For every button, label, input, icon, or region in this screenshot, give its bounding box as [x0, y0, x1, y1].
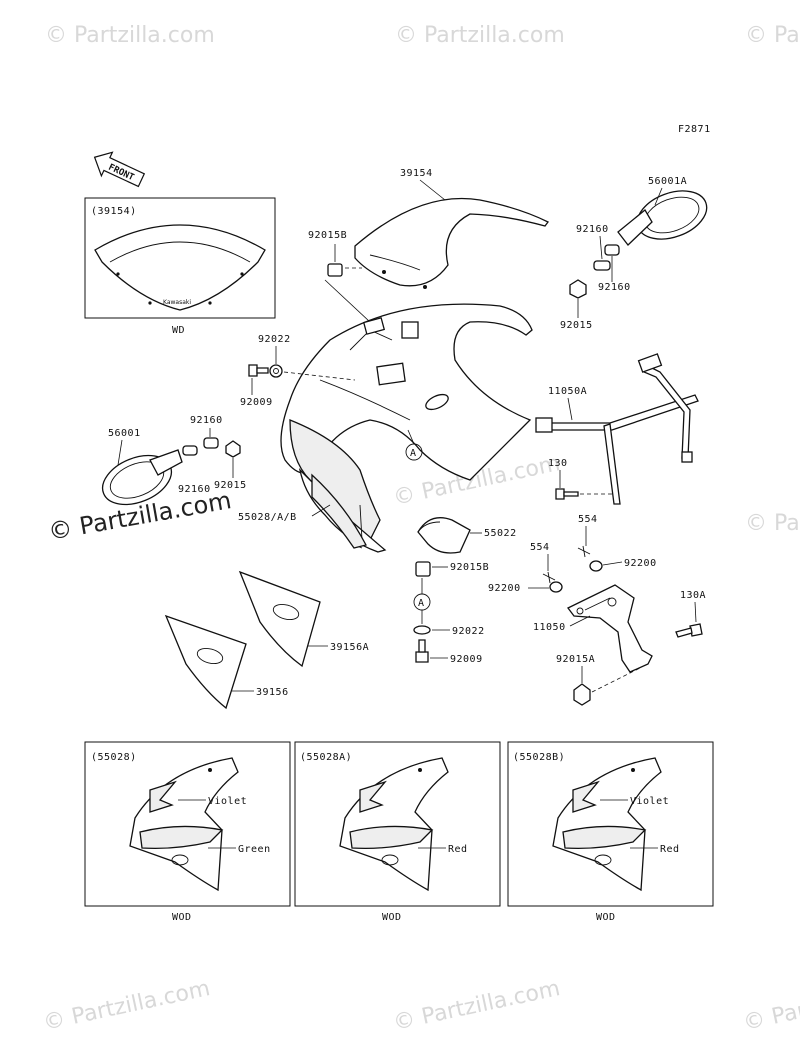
inset-note: WOD — [172, 912, 192, 923]
callout-56001: 56001 — [108, 428, 141, 439]
callout-92160-l2: 92160 — [178, 484, 211, 495]
callout-55022: 55022 — [484, 528, 517, 539]
color-label: Red — [448, 844, 468, 855]
callout-92009-m: 92009 — [450, 654, 483, 665]
color-label: Red — [660, 844, 680, 855]
callout-92160-a: 92160 — [576, 224, 609, 235]
inset-cowl-55028: (55028) Violet Green WOD — [84, 741, 291, 923]
ref-A-top: A — [418, 598, 425, 609]
callout-92015A: 92015A — [556, 654, 595, 665]
mirror-left — [101, 449, 183, 506]
callout-39156: 39156 — [256, 687, 289, 698]
callout-92015B-mid: 92015B — [450, 562, 489, 573]
figure-id: F2871 — [678, 124, 711, 135]
mirror-right — [617, 190, 708, 246]
front-arrow-icon: FRONT — [93, 151, 146, 188]
callout-92160-l: 92160 — [190, 415, 223, 426]
inset-title: (39154) — [91, 206, 137, 217]
callout-56001A: 56001A — [648, 176, 687, 187]
callout-92022-m: 92022 — [452, 626, 485, 637]
inset-note: WOD — [382, 912, 402, 923]
watermark: © Partzilla.com — [391, 976, 562, 1036]
callout-92160-b: 92160 — [598, 282, 631, 293]
inset-windscreen: (39154) Kawasaki WD — [84, 197, 276, 336]
stay-11050 — [567, 584, 653, 673]
callout-92015B-top: 92015B — [308, 230, 347, 241]
color-label: Green — [238, 844, 271, 855]
stay-11050A — [535, 353, 699, 505]
ref-A: A — [410, 448, 417, 459]
callout-39154: 39154 — [400, 168, 433, 179]
inset-note: WOD — [596, 912, 616, 923]
callout-554-b: 554 — [530, 542, 550, 553]
callout-39156A: 39156A — [330, 642, 369, 653]
callout-130A: 130A — [680, 590, 706, 601]
inset-title: (55028) — [91, 752, 137, 763]
inset-title: (55028B) — [513, 752, 565, 763]
watermark: © Partzilla.com — [45, 23, 215, 48]
inner-panel-39156 — [164, 614, 247, 710]
callout-92015-r: 92015 — [560, 320, 593, 331]
color-label: Violet — [208, 796, 247, 807]
callout-92009-l: 92009 — [240, 397, 273, 408]
callout-92022-l: 92022 — [258, 334, 291, 345]
windscreen-part — [354, 197, 549, 289]
brand-logo: Kawasaki — [163, 299, 191, 306]
inset-cowl-55028B: (55028B) Violet Red WOD — [507, 741, 714, 923]
watermark: © Partzilla.com — [745, 23, 800, 48]
inset-cowl-55028A: (55028A) Red WOD — [294, 741, 501, 923]
callout-11050: 11050 — [533, 622, 566, 633]
inset-note: WD — [172, 325, 185, 336]
inner-panel-39156A — [238, 570, 321, 668]
callout-554-a: 554 — [578, 514, 598, 525]
watermark: © Partzilla.com — [745, 511, 800, 536]
callout-55028: 55028/A/B — [238, 512, 297, 523]
callout-92015-l: 92015 — [214, 480, 247, 491]
watermark: © Partzilla.com — [395, 23, 565, 48]
callout-92200-a: 92200 — [624, 558, 657, 569]
inset-title: (55028A) — [300, 752, 352, 763]
callout-92200-b: 92200 — [488, 583, 521, 594]
callout-130: 130 — [548, 458, 568, 469]
watermark: © Partzilla.com — [741, 976, 800, 1036]
watermark: © Partzilla.com — [41, 976, 212, 1036]
color-label: Violet — [630, 796, 669, 807]
callout-11050A: 11050A — [548, 386, 587, 397]
upper-cowl — [280, 303, 533, 553]
